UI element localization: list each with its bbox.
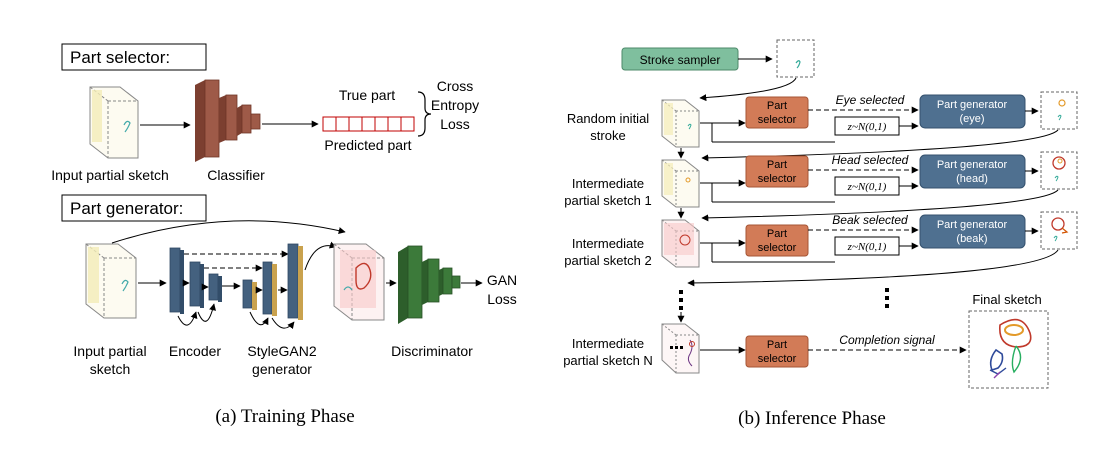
ellipsis-right [885, 288, 889, 308]
encoder-label: Encoder [169, 343, 221, 359]
row1-sketch-cube [661, 99, 700, 148]
predicted-part-vector [322, 116, 415, 132]
predicted-part-cell [361, 116, 376, 132]
completion-signal-label: Completion signal [839, 333, 935, 347]
generated-sketch-cube [333, 243, 385, 321]
row1-label-line2: stroke [590, 128, 625, 143]
row1-part-selector: Part selector [745, 96, 809, 129]
discriminator-network [398, 245, 461, 324]
ellipsis-left [679, 290, 683, 310]
row3-label-line2: partial sketch 2 [564, 253, 651, 268]
row2-output-thumb [1040, 151, 1078, 190]
predicted-part-label: Predicted part [324, 137, 411, 153]
row3-part-generator-line1: Part generator [937, 219, 1008, 231]
input-partial-sketch-label: Input partial sketch [51, 167, 169, 183]
row3-part-selector-line2: selector [758, 242, 797, 254]
row1-label-line1: Random initial [567, 111, 649, 126]
discriminator-label: Discriminator [391, 343, 473, 359]
loss-label-line2: Entropy [431, 97, 479, 113]
row1-part-generator-line1: Part generator [937, 99, 1008, 111]
row1-noise-label: z~N(0,1) [847, 121, 887, 133]
rown-part-selector-line2: selector [758, 353, 797, 365]
part-generator-title: Part generator: [70, 199, 183, 218]
sampled-stroke-thumb [776, 39, 815, 78]
row2-selected-label: Head selected [832, 153, 909, 167]
rown-sketch-cube [661, 323, 700, 374]
row2-label-line1: Intermediate [572, 176, 644, 191]
row2-noise-label: z~N(0,1) [847, 181, 887, 193]
inference-phase: Stroke sampler Random initial stroke [563, 39, 1078, 429]
training-caption: (a) Training Phase [215, 406, 354, 427]
input-sketch-cube-generator [85, 243, 137, 319]
final-sketch-label: Final sketch [972, 292, 1041, 307]
row3-part-generator: Part generator (beak) [919, 214, 1026, 249]
loss-label-line1: Cross [437, 78, 474, 94]
gan-loss-line1: GAN [487, 272, 517, 288]
row3-noise-box: z~N(0,1) [834, 236, 900, 256]
row1-selected-label: Eye selected [836, 93, 905, 107]
inference-row-n: Intermediate partial sketch N Part selec… [563, 323, 967, 374]
final-sketch-thumb [968, 310, 1049, 389]
stylegan2-generator-network [242, 243, 303, 330]
row2-part-generator-line1: Part generator [937, 159, 1008, 171]
loss-label-line3: Loss [440, 116, 470, 132]
stroke-sampler-box: Stroke sampler [621, 47, 739, 71]
row1-output-thumb [1040, 91, 1078, 130]
rown-part-selector: Part selector [745, 335, 809, 368]
row1-part-generator: Part generator (eye) [919, 94, 1026, 129]
row3-noise-label: z~N(0,1) [847, 241, 887, 253]
row2-label-line2: partial sketch 1 [564, 193, 651, 208]
row3-part-selector-line1: Part [767, 228, 787, 240]
stylegan-label-line2: generator [252, 361, 312, 377]
training-phase: Part selector: Input partial sketch Clas… [51, 43, 517, 427]
predicted-part-cell [335, 116, 350, 132]
row2-part-selector-line2: selector [758, 173, 797, 185]
row3-label-line1: Intermediate [572, 236, 644, 251]
row1-part-selector-line1: Part [767, 100, 787, 112]
row2-sketch-cube [661, 159, 700, 208]
gan-loss-line2: Loss [487, 291, 517, 307]
row2-part-selector-line1: Part [767, 159, 787, 171]
rown-label-line1: Intermediate [572, 336, 644, 351]
row3-sketch-cube [661, 219, 700, 268]
gen-input-label-line2: sketch [90, 361, 130, 377]
stylegan-label-line1: StyleGAN2 [247, 343, 316, 359]
row3-selected-label: Beak selected [832, 213, 908, 227]
row2-part-generator: Part generator (head) [919, 154, 1026, 189]
row2-noise-box: z~N(0,1) [834, 176, 900, 196]
loss-brace [417, 91, 432, 137]
predicted-part-cell [400, 116, 415, 132]
row3-part-selector: Part selector [745, 224, 809, 257]
inference-row-3: Intermediate partial sketch 2 Part selec… [564, 211, 1078, 287]
inference-row-1: Random initial stroke Part selector Eye … [567, 91, 1078, 162]
predicted-part-cell [322, 116, 337, 132]
input-sketch-cube-selector [89, 86, 139, 159]
part-selector-title: Part selector: [70, 48, 170, 67]
row3-part-generator-line2: (beak) [956, 233, 987, 245]
rown-label-line2: partial sketch N [563, 353, 653, 368]
part-selector-title-box: Part selector: [61, 43, 207, 71]
classifier-network [195, 79, 261, 162]
predicted-part-cell [348, 116, 363, 132]
rown-part-selector-line1: Part [767, 339, 787, 351]
classifier-label: Classifier [207, 167, 265, 183]
part-generator-title-box: Part generator: [61, 194, 207, 222]
predicted-part-cell [374, 116, 389, 132]
row1-part-generator-line2: (eye) [959, 113, 984, 125]
row1-part-selector-line2: selector [758, 114, 797, 126]
gen-input-label-line1: Input partial [73, 343, 146, 359]
stroke-sampler-label: Stroke sampler [640, 53, 721, 67]
inference-caption: (b) Inference Phase [738, 408, 886, 429]
row2-part-selector: Part selector [745, 155, 809, 188]
predicted-part-cell [387, 116, 402, 132]
true-part-label: True part [339, 87, 395, 103]
row1-noise-box: z~N(0,1) [834, 116, 900, 136]
row3-output-thumb [1040, 211, 1078, 250]
inference-row-2: Intermediate partial sketch 1 Part selec… [564, 151, 1078, 222]
row2-part-generator-line2: (head) [956, 173, 988, 185]
encoder-network [169, 247, 222, 326]
